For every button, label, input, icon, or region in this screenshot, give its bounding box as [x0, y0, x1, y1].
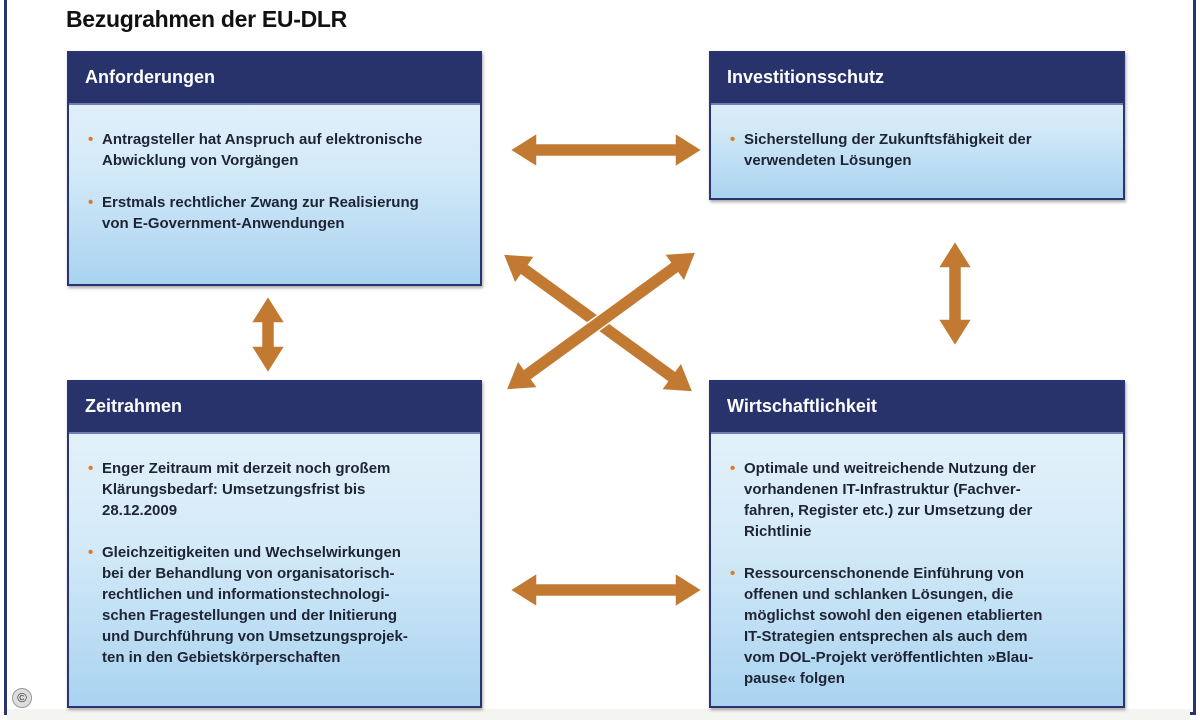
bullet-icon: •	[88, 460, 94, 477]
copyright-icon: ©	[12, 688, 32, 708]
bullet-text-line: vom DOL-Projekt veröffentlichten »Blau-	[744, 649, 1034, 666]
box-header: Zeitrahmen	[69, 382, 480, 434]
bullet-text-line: pause« folgen	[744, 670, 845, 687]
bullet-icon: •	[88, 194, 94, 211]
bullet-text-line: Richtlinie	[744, 523, 812, 540]
box-investitionsschutz: Investitionsschutz • Sicherstellung der Z…	[709, 51, 1125, 200]
box-header: Wirtschaftlichkeit	[711, 382, 1123, 434]
bullet-item: • Antragsteller hat Anspruch auf elektron…	[87, 129, 470, 171]
bullet-text-line: und Durchführung von Umsetzungsprojek-	[102, 628, 408, 645]
arrow-investitionsschutz-wirtschaftlichkeit	[936, 239, 974, 348]
bullet-list: • Optimale und weitreichende Nutzung der v…	[711, 434, 1123, 689]
bullet-item: • Ressourcenschonende Einführung von offen…	[729, 563, 1113, 689]
bullet-text-line: möglichst sowohl den eigenen etablierten	[744, 607, 1043, 624]
box-header: Investitionsschutz	[711, 53, 1123, 105]
box-wirtschaftlichkeit: Wirtschaftlichkeit • Optimale und weitrei…	[709, 380, 1125, 708]
bullet-text-line: Antragsteller hat Anspruch auf elektroni…	[102, 131, 423, 148]
bullet-icon: •	[730, 565, 736, 582]
diagram-title: Bezugrahmen der EU-DLR	[66, 6, 347, 32]
bullet-icon: •	[88, 544, 94, 561]
arrow-anforderungen-investitionsschutz	[508, 131, 704, 169]
bullet-text-line: IT-Strategien entsprechen als auch dem	[744, 628, 1028, 645]
bullet-text-line: Klärungsbedarf: Umsetzungsfrist bis	[102, 481, 366, 498]
bullet-text-line: verwendeten Lösungen	[744, 152, 912, 169]
bullet-text-line: ten in den Gebietskörperschaften	[102, 649, 341, 666]
bullet-text-line: fahren, Register etc.) zur Umsetzung der	[744, 502, 1033, 519]
box-header: Anforderungen	[69, 53, 480, 105]
bullet-item: • Gleichzeitigkeiten und Wechselwirkungen…	[87, 542, 470, 668]
bullet-icon: •	[730, 460, 736, 477]
bullet-item: • Optimale und weitreichende Nutzung der v…	[729, 458, 1113, 542]
arrow-zeitrahmen-wirtschaftlichkeit	[508, 571, 704, 609]
bullet-text-line: Enger Zeitraum mit derzeit noch großem	[102, 460, 391, 477]
arrow-investitionsschutz-zeitrahmen	[504, 251, 698, 391]
box-zeitrahmen: Zeitrahmen • Enger Zeitraum mit derzeit n…	[67, 380, 482, 708]
bullet-text-line: von E-Government-Anwendungen	[102, 215, 345, 232]
arrow-anforderungen-zeitrahmen	[249, 294, 287, 375]
bullet-text-line: Optimale und weitreichende Nutzung der	[744, 460, 1036, 477]
bullet-text-line: Abwicklung von Vorgängen	[102, 152, 299, 169]
bullet-icon: •	[88, 131, 94, 148]
bullet-list: • Sicherstellung der Zukunftsfähigkeit de…	[711, 105, 1123, 171]
bullet-text-line: Erstmals rechtlicher Zwang zur Realisier…	[102, 194, 419, 211]
bullet-text-line: rechtlichen und informationstechnologi-	[102, 586, 390, 603]
bullet-icon: •	[730, 131, 736, 148]
bullet-text-line: Sicherstellung der Zukunftsfähigkeit der	[744, 131, 1032, 148]
bullet-text-line: Ressourcenschonende Einführung von	[744, 565, 1025, 582]
bullet-item: • Sicherstellung der Zukunftsfähigkeit de…	[729, 129, 1113, 171]
bullet-list: • Antragsteller hat Anspruch auf elektron…	[69, 105, 480, 234]
bullet-text-line: vorhandenen IT-Infrastruktur (Fachver-	[744, 481, 1021, 498]
bullet-text-line: offenen und schlanken Lösungen, die	[744, 586, 1014, 603]
bullet-text-line: bei der Behandlung von organisatorisch-	[102, 565, 395, 582]
bullet-text-line: Gleichzeitigkeiten und Wechselwirkungen	[102, 544, 401, 561]
bullet-item: • Erstmals rechtlicher Zwang zur Realisie…	[87, 192, 470, 234]
bullet-text-line: schen Fragestellungen und der Initierung	[102, 607, 398, 624]
bottom-band	[7, 709, 1190, 720]
box-anforderungen: Anforderungen • Antragsteller hat Anspruc…	[67, 51, 482, 286]
bullet-text-line: 28.12.2009	[102, 502, 178, 519]
